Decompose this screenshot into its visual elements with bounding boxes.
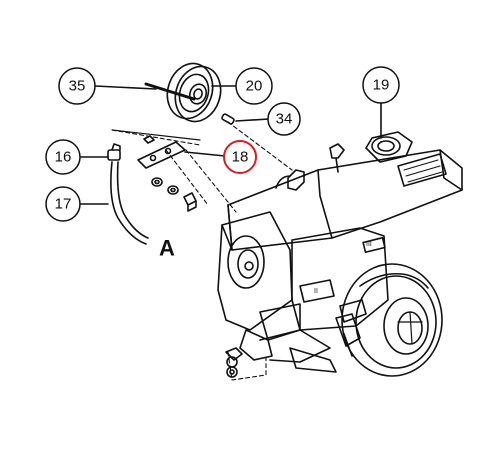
callout-17[interactable]: 17 [45,186,81,222]
leader-lines [79,85,382,205]
callout-19[interactable]: 19 [362,66,400,104]
callout-16-label: 16 [55,149,72,166]
view-label-a: A [159,236,175,261]
callout-18-label: 18 [232,149,249,166]
svg-text:II: II [314,288,318,295]
callout-34[interactable]: 34 [267,102,301,136]
callout-35[interactable]: 35 [58,67,96,105]
pulley-part-20 [166,62,222,123]
callout-18[interactable]: 18 [223,140,257,174]
bracket-part-18 [137,135,197,212]
svg-text:III: III [366,241,372,248]
hose-part-17 [110,161,149,245]
callout-19-label: 19 [373,77,390,94]
callout-16[interactable]: 16 [45,139,81,175]
key-part-35 [144,82,196,101]
callout-20-label: 20 [246,78,263,95]
screw-part-34 [221,113,235,125]
engine-assembly: II III [217,131,463,378]
callout-34-label: 34 [276,111,293,128]
clamp-part-16 [107,143,121,161]
callout-20[interactable]: 20 [235,67,273,105]
callout-17-label: 17 [55,196,72,213]
callout-35-label: 35 [69,78,86,95]
